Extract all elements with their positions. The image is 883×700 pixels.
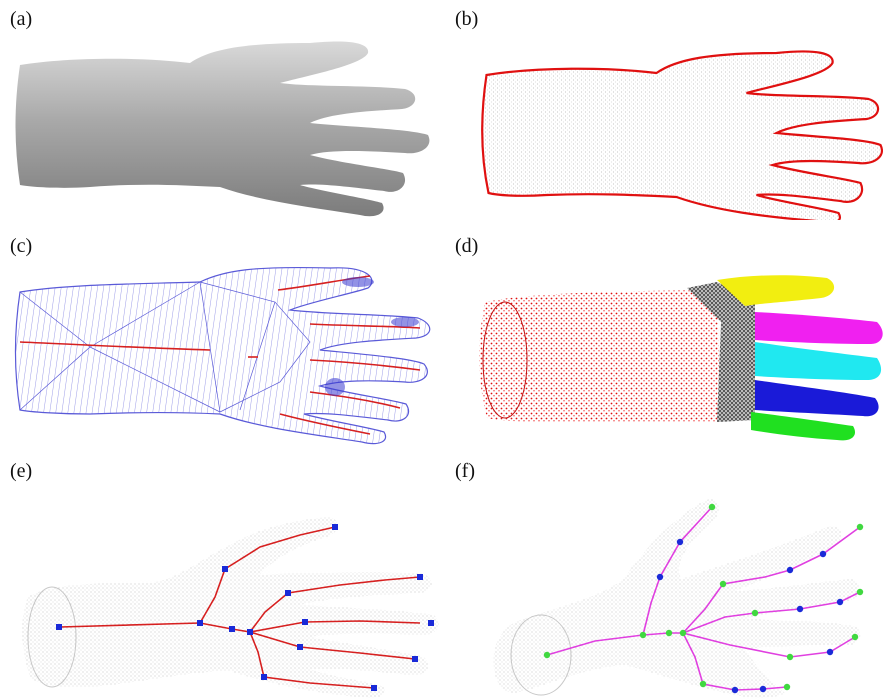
segment-finger-cyan xyxy=(755,342,881,380)
panel-label-d: (d) xyxy=(455,235,478,258)
panel-label-b: (b) xyxy=(455,8,478,31)
panel-label-c: (c) xyxy=(10,235,32,258)
hand-skeleton-magenta xyxy=(455,487,883,700)
segment-finger-blue xyxy=(755,380,879,416)
panel-label-a: (a) xyxy=(10,8,32,31)
hand-segmentation-pointcloud xyxy=(455,262,883,447)
panel-label-e: (e) xyxy=(10,460,32,483)
segment-finger-green xyxy=(751,412,855,440)
hand-triangulation-medial-axis xyxy=(10,262,435,447)
hand-outline-pointcloud xyxy=(455,35,883,220)
segment-palm-wrist xyxy=(479,290,721,422)
hand-mesh-render xyxy=(10,35,435,220)
segment-finger-magenta xyxy=(755,312,883,344)
panel-label-f: (f) xyxy=(455,460,475,483)
hand-skeleton-red xyxy=(10,487,440,700)
